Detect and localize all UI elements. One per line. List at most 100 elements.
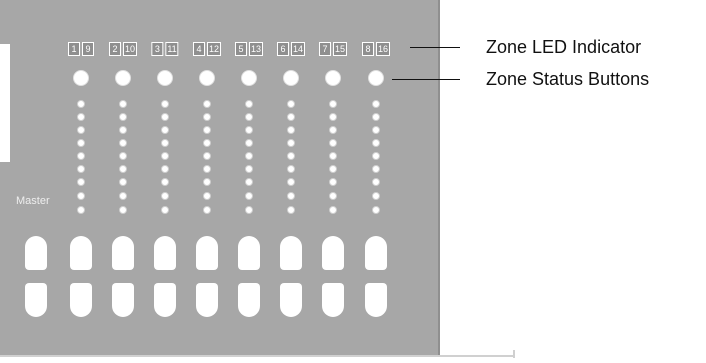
zone-led bbox=[77, 165, 85, 173]
zone-down-key[interactable] bbox=[280, 283, 302, 317]
zone-led bbox=[372, 139, 380, 147]
zone-number-high: 13 bbox=[248, 42, 264, 56]
zone-led bbox=[329, 178, 337, 186]
zone-led bbox=[245, 192, 253, 200]
zone-led bbox=[372, 100, 380, 108]
zone-led bbox=[245, 206, 253, 214]
zone-led bbox=[119, 192, 127, 200]
zone-led bbox=[245, 152, 253, 160]
zone-number-high: 11 bbox=[165, 42, 179, 56]
zone-led bbox=[203, 165, 211, 173]
zone-led bbox=[372, 206, 380, 214]
zone-led bbox=[245, 100, 253, 108]
zone-led bbox=[329, 165, 337, 173]
zone-led bbox=[203, 126, 211, 134]
zone-status-button[interactable] bbox=[73, 70, 89, 86]
zone-status-button[interactable] bbox=[325, 70, 341, 86]
zone-led bbox=[245, 178, 253, 186]
leader-line-status bbox=[392, 79, 460, 80]
leader-line-led bbox=[410, 47, 460, 48]
zone-led bbox=[287, 152, 295, 160]
zone-up-key[interactable] bbox=[238, 236, 260, 270]
panel-left-notch bbox=[0, 44, 10, 162]
zone-status-button[interactable] bbox=[241, 70, 257, 86]
zone-status-button[interactable] bbox=[368, 70, 384, 86]
zone-led bbox=[203, 113, 211, 121]
master-label: Master bbox=[16, 195, 50, 207]
zone-up-key[interactable] bbox=[322, 236, 344, 270]
zone-led bbox=[372, 113, 380, 121]
zone-led bbox=[77, 113, 85, 121]
zone-status-button[interactable] bbox=[157, 70, 173, 86]
master-column bbox=[19, 0, 53, 355]
zone-led bbox=[203, 206, 211, 214]
zone-up-key[interactable] bbox=[70, 236, 92, 270]
zone-led bbox=[372, 165, 380, 173]
zone-led bbox=[287, 139, 295, 147]
zone-number-high: 16 bbox=[375, 42, 391, 56]
zone-up-key[interactable] bbox=[196, 236, 218, 270]
panel-edge bbox=[438, 0, 440, 355]
zone-up-key[interactable] bbox=[154, 236, 176, 270]
zone-led bbox=[203, 152, 211, 160]
zone-led bbox=[287, 100, 295, 108]
master-down-key[interactable] bbox=[25, 283, 47, 317]
callout-zone-led-indicator: Zone LED Indicator bbox=[486, 37, 642, 57]
zone-number-low: 8 bbox=[361, 42, 374, 56]
zone-number-high: 10 bbox=[122, 42, 138, 56]
zone-number-low: 5 bbox=[234, 42, 247, 56]
zone-led bbox=[372, 178, 380, 186]
callout-zone-status-buttons: Zone Status Buttons bbox=[486, 69, 650, 89]
zone-number-high: 14 bbox=[290, 42, 306, 56]
zone-led bbox=[329, 113, 337, 121]
zone-down-key[interactable] bbox=[196, 283, 218, 317]
zone-led bbox=[245, 113, 253, 121]
zone-led bbox=[161, 206, 169, 214]
zone-led bbox=[329, 192, 337, 200]
zone-led bbox=[372, 126, 380, 134]
zone-led bbox=[287, 113, 295, 121]
zone-led bbox=[287, 192, 295, 200]
zone-led bbox=[161, 165, 169, 173]
zone-led bbox=[245, 126, 253, 134]
zone-number-low: 2 bbox=[108, 42, 121, 56]
zone-led bbox=[372, 152, 380, 160]
zone-up-key[interactable] bbox=[365, 236, 387, 270]
panel-bottom-edge-tick bbox=[513, 350, 515, 358]
zone-number-low: 6 bbox=[276, 42, 289, 56]
zone-led bbox=[203, 178, 211, 186]
zone-led bbox=[329, 100, 337, 108]
zone-led bbox=[329, 126, 337, 134]
zone-down-key[interactable] bbox=[70, 283, 92, 317]
zone-down-key[interactable] bbox=[238, 283, 260, 317]
zone-number-low: 1 bbox=[68, 42, 80, 56]
zone-up-key[interactable] bbox=[280, 236, 302, 270]
zone-down-key[interactable] bbox=[322, 283, 344, 317]
zone-led bbox=[161, 113, 169, 121]
zone-led bbox=[77, 100, 85, 108]
zone-down-key[interactable] bbox=[112, 283, 134, 317]
zone-status-button[interactable] bbox=[199, 70, 215, 86]
zone-led bbox=[161, 100, 169, 108]
zone-status-button[interactable] bbox=[115, 70, 131, 86]
zone-down-key[interactable] bbox=[154, 283, 176, 317]
zone-up-key[interactable] bbox=[112, 236, 134, 270]
master-up-key[interactable] bbox=[25, 236, 47, 270]
zone-down-key[interactable] bbox=[365, 283, 387, 317]
zone-led bbox=[245, 165, 253, 173]
zone-status-button[interactable] bbox=[283, 70, 299, 86]
zone-led bbox=[329, 152, 337, 160]
zone-led bbox=[203, 139, 211, 147]
